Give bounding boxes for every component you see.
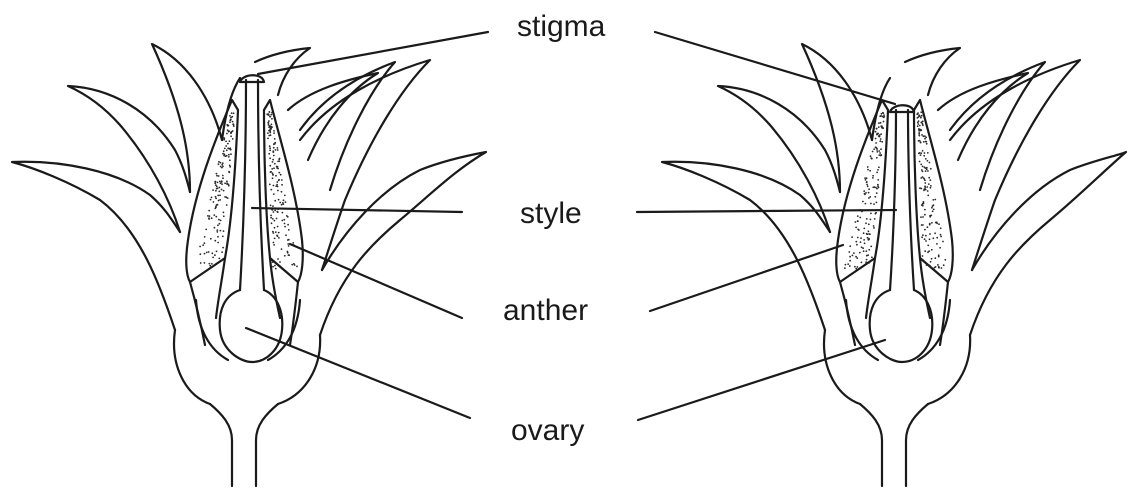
left-flower-petal-outer-left: [12, 162, 180, 330]
left-flower-receptacle: [174, 330, 320, 404]
left-flower-anther-left: [186, 100, 238, 282]
right-flower-petal-center: [872, 48, 960, 140]
leader-stigma-right: [655, 32, 895, 104]
right-flower-ovary: [870, 290, 933, 362]
label-anther: anther: [503, 296, 588, 326]
label-ovary: ovary: [511, 416, 584, 446]
left-flower-inner-wall: [196, 300, 300, 360]
right-flower-style: [890, 110, 914, 290]
right-flower-petal-right-outer: [970, 152, 1126, 335]
left-flower: [12, 44, 486, 486]
leader-style-right: [637, 210, 896, 212]
left-flower-anther-stipple: [199, 111, 298, 269]
right-flower-stigma: [890, 105, 914, 112]
left-flower-stalk: [210, 404, 278, 486]
leader-stigma-left: [258, 32, 488, 74]
right-flower-stalk: [860, 404, 928, 486]
left-flower-petal-right-outer: [320, 152, 486, 335]
left-flower-style: [240, 80, 264, 290]
right-flower-petal-left-3: [802, 44, 872, 192]
right-flower: [662, 44, 1126, 486]
leader-style-left: [252, 208, 462, 212]
leader-ovary-right: [638, 340, 885, 420]
leader-anther-left: [290, 244, 462, 318]
left-flower-petal-left-3: [152, 44, 222, 192]
label-stigma: stigma: [517, 12, 605, 42]
label-style: style: [520, 199, 582, 229]
left-flower-petal-left-2: [68, 86, 190, 232]
right-flower-petal-outer-left: [662, 162, 830, 330]
left-flower-petal-center: [222, 48, 310, 140]
right-flower-inner-wall: [846, 300, 950, 360]
right-flower-receptacle: [824, 330, 970, 404]
right-flower-anther-left: [836, 100, 888, 282]
left-flower-stigma: [240, 75, 264, 82]
right-flower-anther-right: [914, 100, 953, 282]
left-flower-ovary: [220, 290, 283, 362]
